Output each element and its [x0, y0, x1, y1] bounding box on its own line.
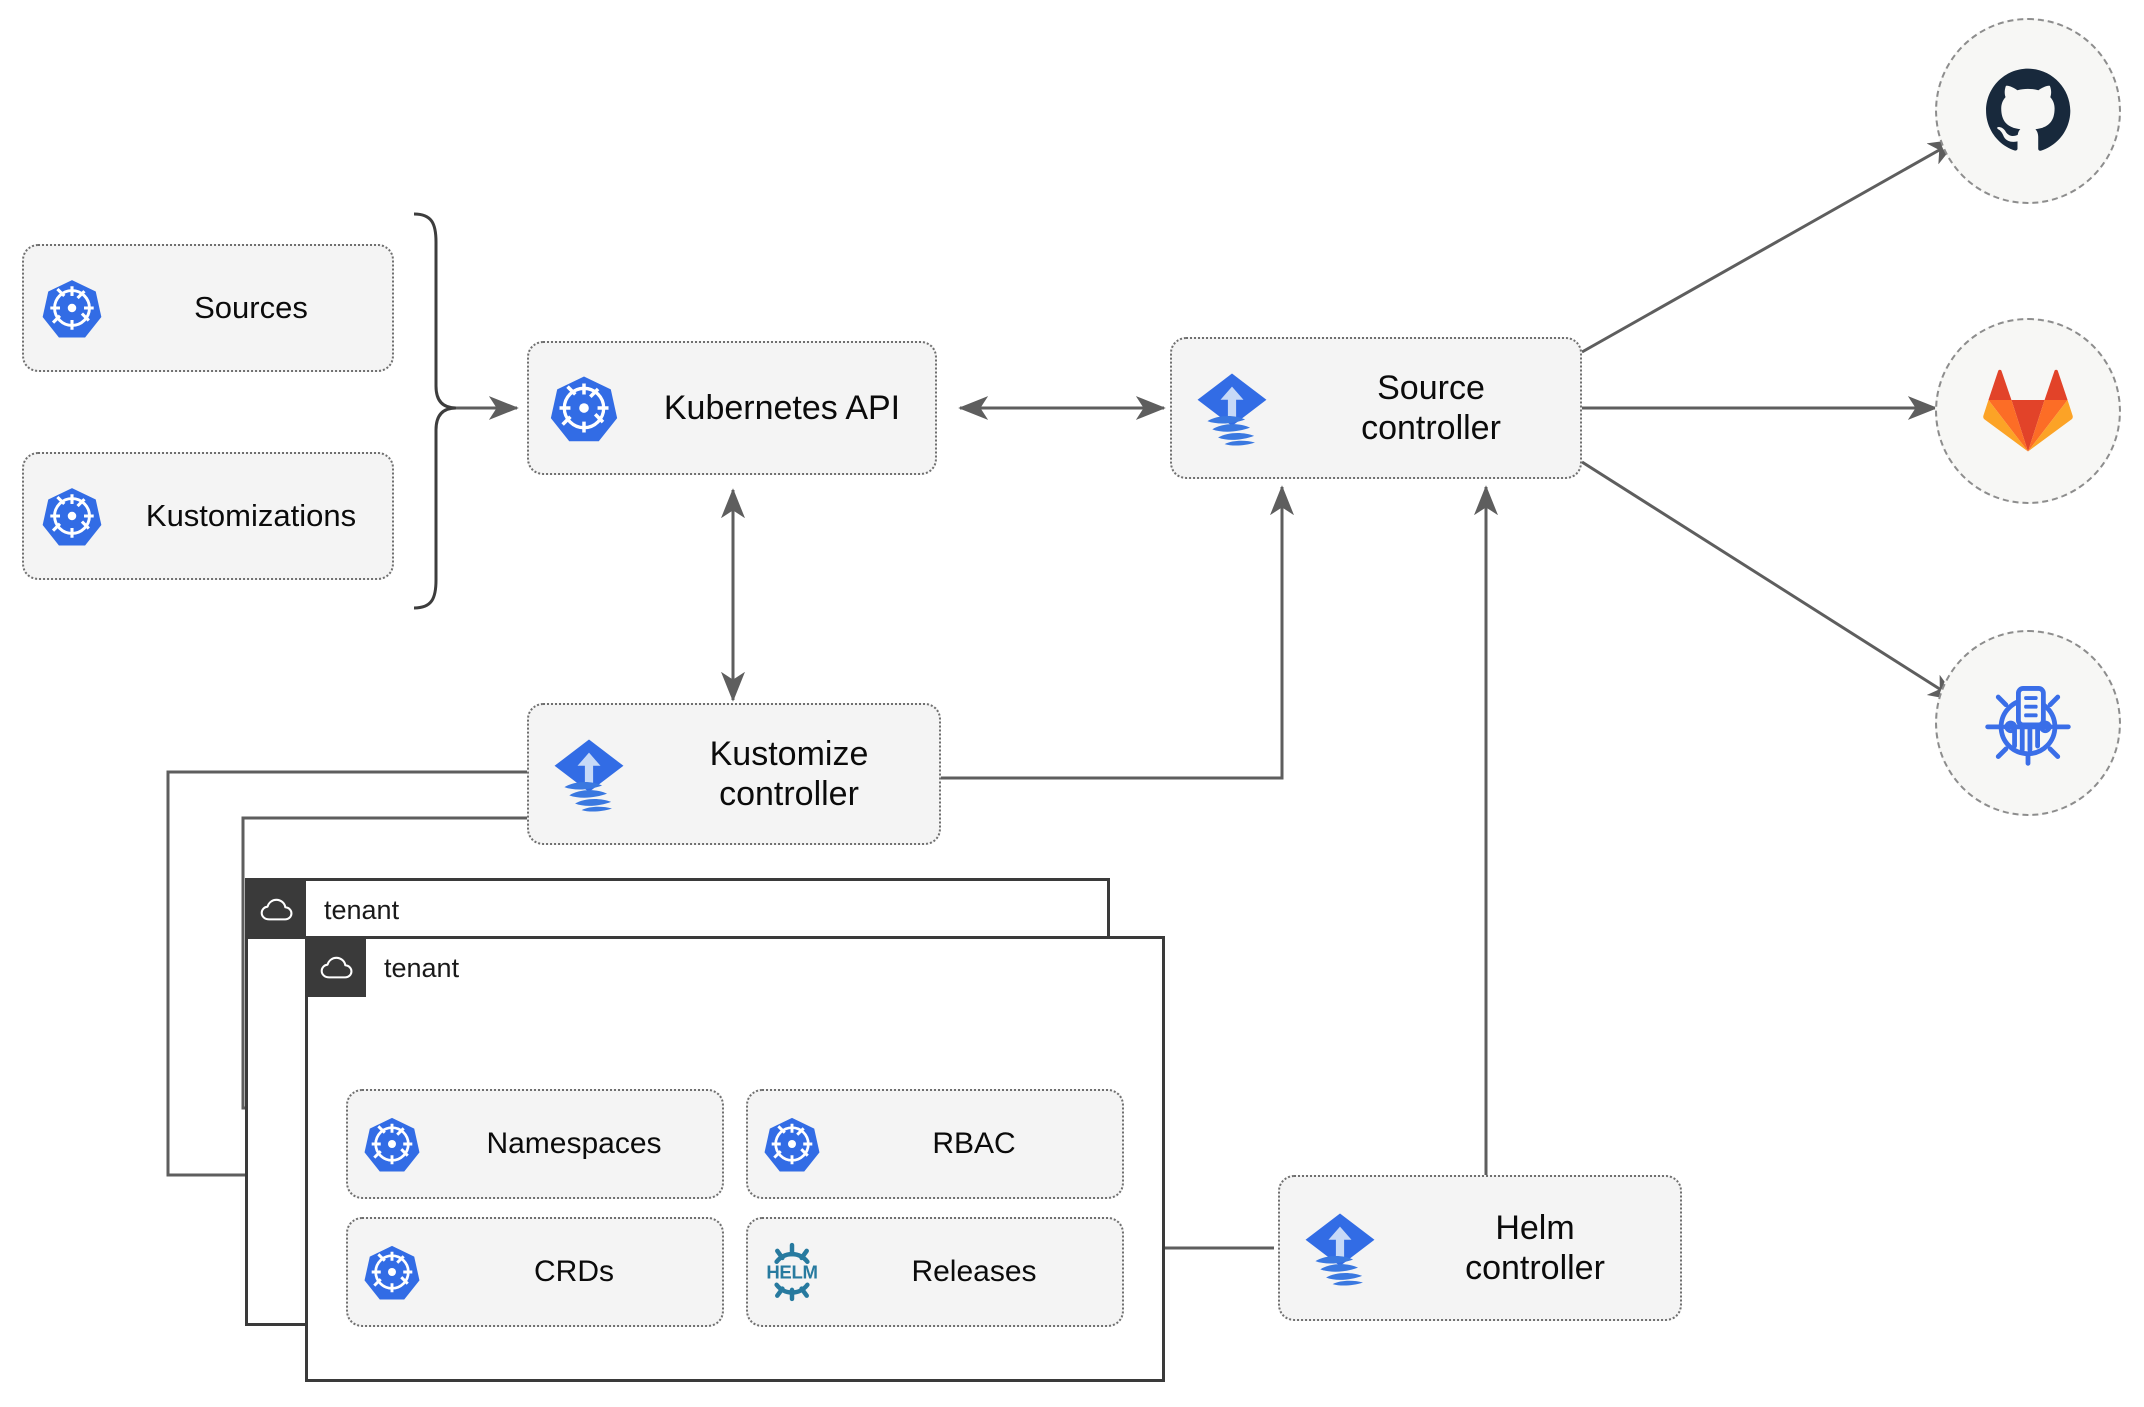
cloud-icon: [308, 939, 366, 997]
github-icon: [1982, 65, 2074, 157]
helm-repo-icon: [1980, 675, 2076, 771]
flux-icon: [529, 733, 649, 815]
kubernetes-icon: [529, 373, 639, 443]
resource-label-kustomizations: Kustomizations: [145, 497, 357, 533]
external-source-github[interactable]: [1935, 18, 2121, 204]
tenant-resource-grid: Namespaces RBAC: [346, 1089, 1124, 1327]
tenant-resource-crds[interactable]: CRDs: [346, 1217, 724, 1327]
edge-source-to-github: [1581, 138, 1959, 354]
tenant-resource-label: RBAC: [932, 1127, 1016, 1161]
edge-kustomize-to-source: [941, 485, 1294, 780]
tenant-resource-rbac[interactable]: RBAC: [746, 1089, 1124, 1199]
node-source-controller[interactable]: Source controller: [1170, 337, 1582, 479]
node-label-helm-controller: Helm controller: [1465, 1208, 1605, 1287]
node-kubernetes-api[interactable]: Kubernetes API: [527, 341, 937, 475]
resource-label-sources: Sources: [194, 289, 308, 325]
external-source-gitlab[interactable]: [1935, 318, 2121, 504]
helm-icon: HELM: [748, 1240, 836, 1304]
tenant-resource-namespaces[interactable]: Namespaces: [346, 1089, 724, 1199]
tenant-resource-releases[interactable]: HELM Releases: [746, 1217, 1124, 1327]
edge-source-to-helmrepo: [1581, 460, 1959, 702]
node-helm-controller[interactable]: Helm controller: [1278, 1175, 1682, 1321]
resource-box-sources[interactable]: Sources: [22, 244, 394, 372]
node-label-kustomize-controller: Kustomize controller: [709, 734, 869, 813]
kubernetes-icon: [24, 277, 120, 339]
kubernetes-icon: [348, 1243, 436, 1301]
tenant-label-front: tenant: [384, 952, 460, 983]
tenant-resource-label: Namespaces: [486, 1127, 662, 1161]
gitlab-icon: [1982, 365, 2074, 457]
svg-text:HELM: HELM: [766, 1261, 817, 1282]
kubernetes-icon: [748, 1115, 836, 1173]
kubernetes-icon: [348, 1115, 436, 1173]
tenant-header-front: tenant: [308, 939, 459, 997]
tenant-header-back: tenant: [248, 881, 399, 939]
tenant-resource-label: Releases: [911, 1255, 1037, 1289]
tenant-container-front[interactable]: tenant Namespaces: [305, 936, 1165, 1382]
external-source-helm-repository[interactable]: [1935, 630, 2121, 816]
kubernetes-icon: [24, 485, 120, 547]
node-label-kubernetes-api: Kubernetes API: [663, 388, 901, 427]
node-kustomize-controller[interactable]: Kustomize controller: [527, 703, 941, 845]
tenant-resource-label: CRDs: [534, 1255, 614, 1289]
edge-resources-brace: [413, 212, 457, 610]
resource-box-kustomizations[interactable]: Kustomizations: [22, 452, 394, 580]
flux-icon: [1280, 1207, 1400, 1289]
tenant-label-back: tenant: [324, 894, 400, 925]
flux-icon: [1172, 367, 1292, 449]
node-label-source-controller: Source controller: [1361, 368, 1501, 447]
cloud-icon: [248, 881, 306, 939]
